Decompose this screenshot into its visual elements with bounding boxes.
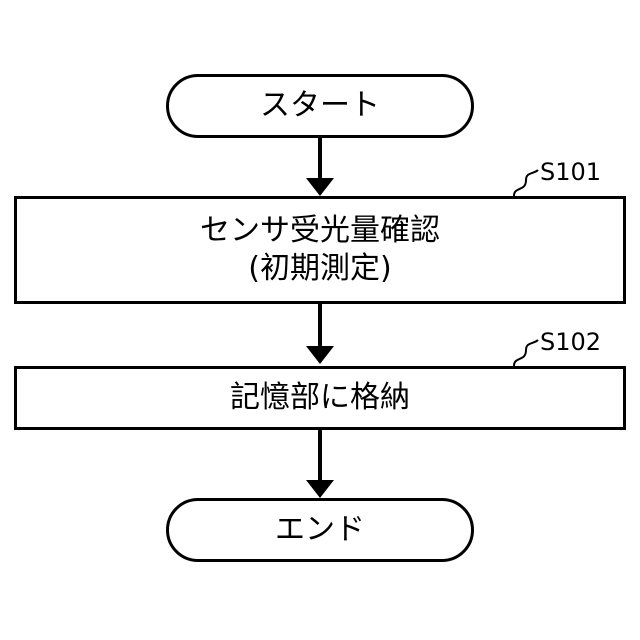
s101-label-line2: (初期測定): [248, 250, 391, 288]
arrowhead-s102-to-end: [306, 480, 334, 498]
start-terminal: スタート: [166, 74, 474, 138]
step-id-s102: S102: [540, 328, 601, 356]
leader-s102: [514, 340, 538, 366]
process-box-s102: 記憶部に格納: [14, 366, 626, 430]
arrowhead-start-to-s101: [306, 178, 334, 196]
arrowhead-s101-to-s102: [306, 346, 334, 364]
leader-s101: [514, 170, 538, 196]
s101-label-line1: センサ受光量確認: [200, 212, 440, 250]
s102-label-line1: 記憶部に格納: [230, 379, 410, 417]
end-terminal: エンド: [166, 498, 474, 562]
process-box-s101: センサ受光量確認 (初期測定): [14, 196, 626, 304]
step-id-s101: S101: [540, 158, 601, 186]
start-label: スタート: [260, 87, 380, 125]
end-label: エンド: [275, 511, 365, 549]
